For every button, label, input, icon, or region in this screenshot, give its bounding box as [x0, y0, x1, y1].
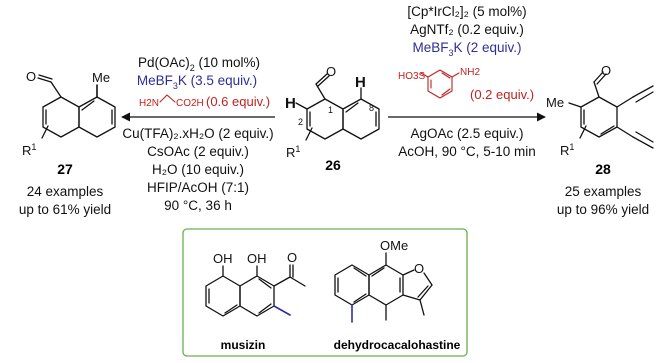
- left-condition-3: H₂O (10 equiv.): [152, 162, 244, 177]
- r-group-label-28: R1: [560, 142, 574, 158]
- h-label-c2: H: [285, 95, 296, 112]
- methyl-label-28: Me: [546, 95, 564, 110]
- left-condition-2: CsOAc (2 equiv.): [147, 144, 249, 159]
- right-ligand-equiv: (0.2 equiv.): [470, 87, 534, 102]
- right-additive: AgNTf₂ (0.2 equiv.): [410, 22, 524, 37]
- h-label-c8: H: [355, 74, 366, 91]
- position-1-label: 1: [328, 105, 333, 115]
- position-8-label: 8: [369, 103, 374, 113]
- compound-27-structure: O Me R1 27: [22, 69, 116, 177]
- right-ligand-sulfo: HO3S: [398, 71, 426, 82]
- left-conditions-below: Cu(TFA)₂.xH₂O (2 equiv.) CsOAc (2 equiv.…: [122, 126, 273, 213]
- aldehyde-o-label-28: O: [601, 63, 611, 78]
- r-group-label-27: R1: [22, 142, 36, 158]
- musizin-ketone-o: O: [287, 250, 297, 265]
- right-ligand-amine: NH2: [460, 67, 480, 78]
- ome-label: OMe: [380, 238, 408, 253]
- right-ligand-aminosulfonic: HO3S NH2 (0.2 equiv.): [398, 67, 534, 102]
- r-group-label: R1: [286, 144, 300, 160]
- right-examples-count: 25 examples: [565, 184, 642, 199]
- compound-label-26: 26: [325, 157, 341, 173]
- left-yield: up to 61% yield: [19, 202, 111, 217]
- left-examples-count: 24 examples: [27, 184, 104, 199]
- left-condition-5: 90 °C, 36 h: [164, 198, 232, 213]
- compound-28-structure: O Me R1 28: [546, 63, 654, 177]
- left-methyl-source: MeBF3K (3.5 equiv.): [137, 73, 257, 91]
- right-condition-1: AgOAc (2.5 equiv.): [410, 126, 523, 141]
- natural-products-box: [182, 228, 468, 357]
- right-yield: up to 96% yield: [557, 202, 649, 217]
- left-condition-4: HFIP/AcOH (7:1): [147, 180, 249, 195]
- left-ligand-glycine: H2N CO2H (0.6 equiv.): [139, 94, 270, 109]
- compound-label-28: 28: [595, 161, 611, 177]
- left-ligand-amine: H2N: [139, 98, 159, 109]
- aldehyde-o-label-27: O: [26, 69, 36, 84]
- dehydrocacalohastine-structure: O OMe: [334, 238, 433, 323]
- musizin-label: musizin: [221, 338, 266, 352]
- musizin-oh-1: OH: [213, 251, 233, 266]
- compound-26-structure: O H H 1 2 8 R1 26: [285, 64, 380, 173]
- left-condition-1: Cu(TFA)₂.xH₂O (2 equiv.): [122, 126, 273, 141]
- musizin-structure: OH OH O: [205, 250, 306, 317]
- position-2-label: 2: [298, 117, 303, 127]
- right-catalyst: [Cp*IrCl₂]₂ (5 mol%): [407, 4, 526, 19]
- left-ligand-equiv: (0.6 equiv.): [206, 94, 270, 109]
- left-ligand-acid: CO2H: [176, 98, 204, 109]
- furan-o-label: O: [414, 261, 424, 276]
- musizin-oh-2: OH: [247, 251, 267, 266]
- aldehyde-o-label: O: [326, 64, 336, 79]
- right-conditions-below: AgOAc (2.5 equiv.) AcOH, 90 °C, 5-10 min: [398, 126, 535, 159]
- dehydrocacalohastine-label: dehydrocacalohastine: [334, 338, 461, 352]
- right-methyl-source: MeBF3K (2 equiv.): [412, 40, 521, 58]
- right-condition-2: AcOH, 90 °C, 5-10 min: [398, 144, 535, 159]
- compound-label-27: 27: [57, 161, 73, 177]
- left-catalyst: Pd(OAc)2 (10 mol%): [138, 55, 260, 73]
- methyl-label-27: Me: [92, 70, 110, 85]
